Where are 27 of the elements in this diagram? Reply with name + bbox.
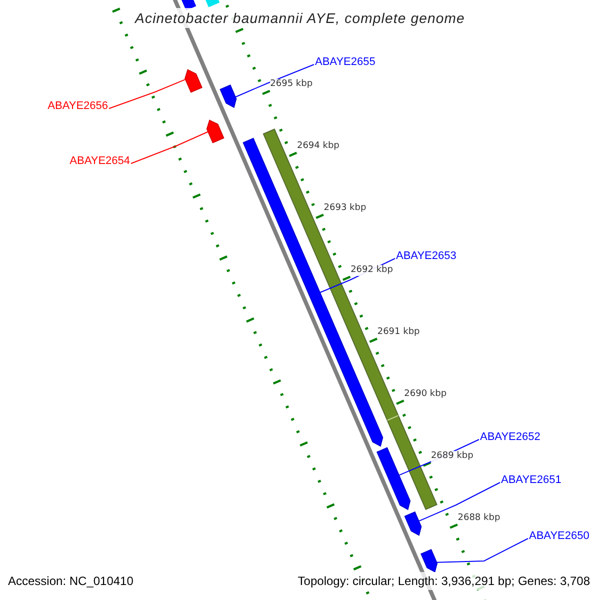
gene-feature — [420, 549, 438, 573]
tick-label: 2694 kbp — [296, 141, 340, 152]
gene-label: ABAYE2654 — [70, 155, 130, 168]
tick-label: 2690 kbp — [404, 389, 447, 400]
gene-feature — [206, 120, 224, 144]
tick-label: 2695 kbp — [270, 79, 313, 90]
leader-line — [436, 538, 528, 563]
gene-feature — [220, 84, 237, 108]
tick-label: 2693 kbp — [324, 203, 366, 214]
tick-label: 2692 kbp — [350, 265, 393, 276]
tick-label: 2691 kbp — [377, 327, 420, 338]
leader-line — [418, 482, 500, 522]
gene-feature — [184, 69, 202, 93]
leader-line — [130, 131, 208, 164]
gene-label: ABAYE2653 — [396, 250, 456, 263]
genome-stats-text: Topology: circular; Length: 3,936,291 bp; Genes: 3,708 — [296, 572, 592, 590]
gene-feature — [376, 447, 411, 510]
tick-label: 2689 kbp — [430, 451, 474, 462]
leader-line — [234, 64, 314, 98]
gene-feature — [404, 511, 422, 536]
gene-label: ABAYE2650 — [529, 530, 590, 543]
leader-line — [108, 78, 186, 109]
gene-label: ABAYE2651 — [501, 474, 562, 487]
gene-label: ABAYE2656 — [48, 100, 108, 113]
gene-label: ABAYE2652 — [480, 431, 540, 444]
tick-label: 2688 kbp — [458, 513, 500, 524]
gene-label: ABAYE2655 — [315, 56, 376, 69]
